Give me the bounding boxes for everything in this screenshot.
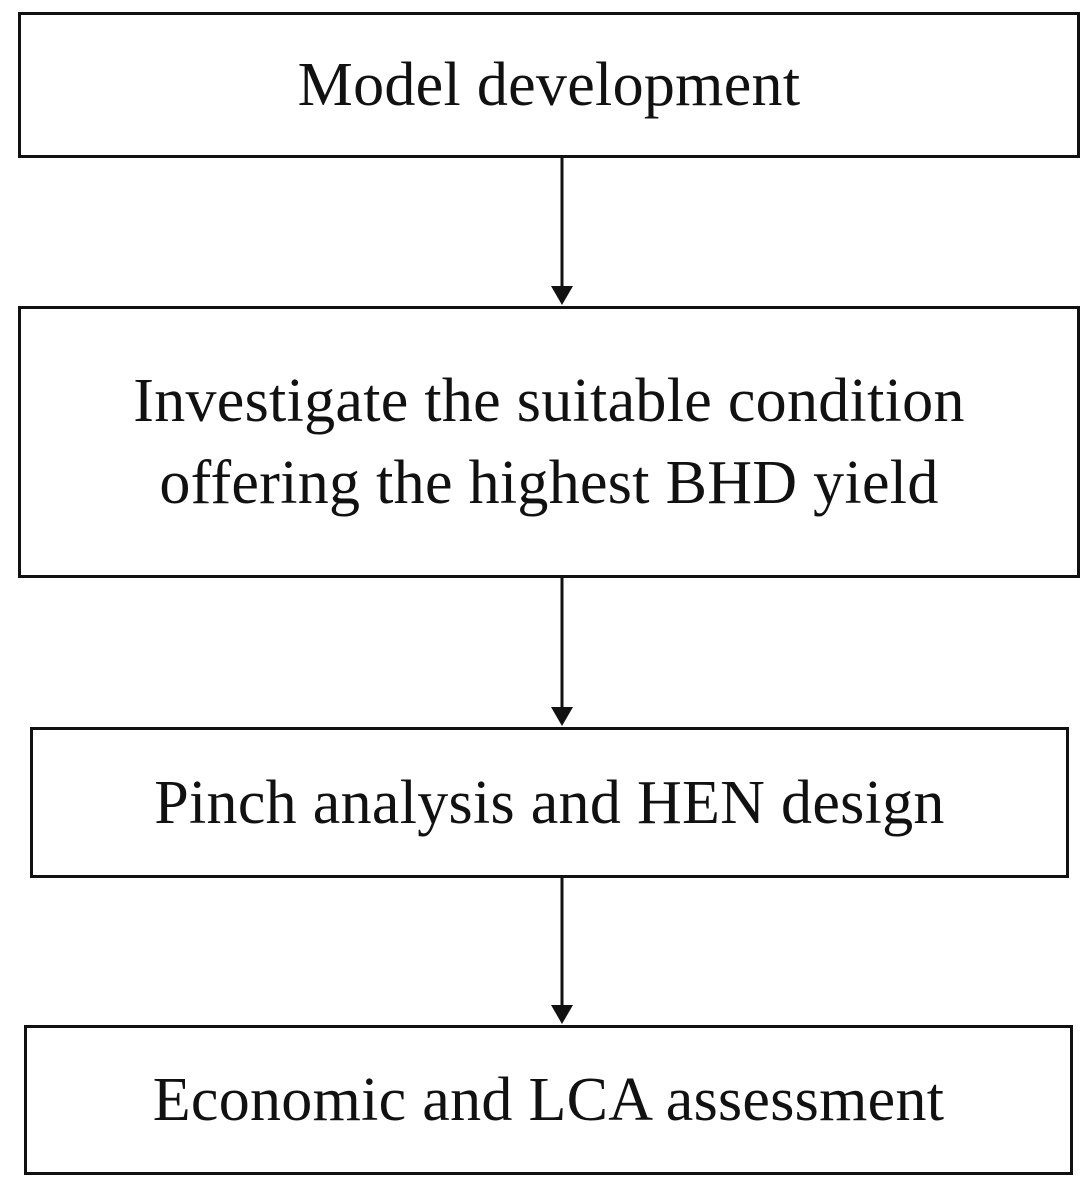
arrowhead-icon bbox=[551, 707, 573, 726]
step-label-investigate-condition: Investigate the suitable condition offer… bbox=[133, 367, 965, 517]
arrowhead-icon bbox=[551, 1005, 573, 1024]
step-box-economic-lca: Economic and LCA assessment bbox=[24, 1025, 1073, 1175]
arrowhead-icon bbox=[551, 286, 573, 305]
step-label-economic-lca: Economic and LCA assessment bbox=[152, 1066, 945, 1134]
step-box-model-development: Model development bbox=[18, 12, 1080, 158]
step-box-investigate-condition: Investigate the suitable condition offer… bbox=[18, 306, 1080, 578]
arrow-2-to-3 bbox=[551, 578, 573, 726]
step-box-pinch-analysis: Pinch analysis and HEN design bbox=[30, 727, 1069, 878]
arrow-1-to-2 bbox=[551, 158, 573, 305]
arrow-3-to-4 bbox=[551, 878, 573, 1024]
step-label-pinch-analysis: Pinch analysis and HEN design bbox=[154, 768, 945, 837]
step-label-model-development: Model development bbox=[297, 51, 801, 119]
